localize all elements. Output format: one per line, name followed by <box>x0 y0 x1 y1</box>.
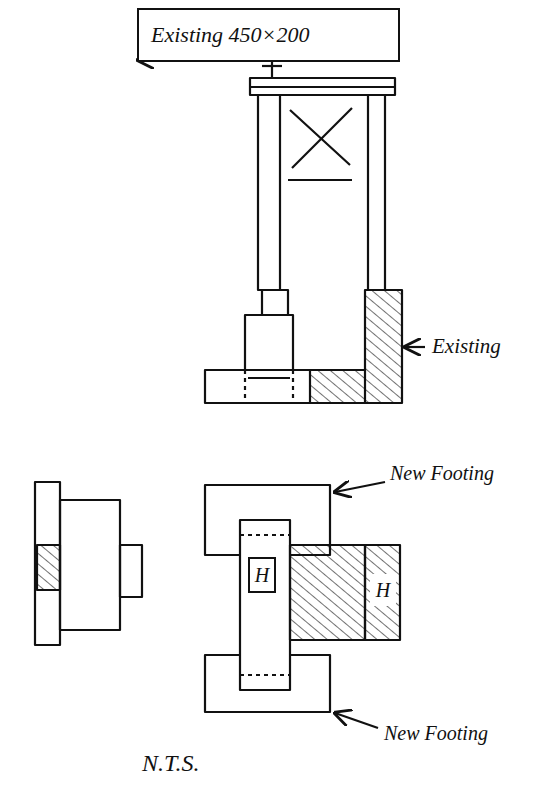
frame-column <box>368 95 385 290</box>
frame-top-beam <box>250 86 395 88</box>
callout-label: New Footing <box>388 462 496 485</box>
callout-label: Existing <box>430 334 503 359</box>
column-mark-box: H <box>370 574 395 606</box>
side-wall <box>60 500 120 630</box>
grade-beam-hidden <box>240 534 290 536</box>
node-text: Existing 450×200 <box>151 22 309 48</box>
existing-footing <box>37 545 60 590</box>
brace-box <box>280 94 368 96</box>
leader-line <box>335 713 378 728</box>
column-mark-box: H <box>248 557 275 593</box>
leader-line <box>335 482 385 492</box>
pedestal <box>245 315 293 370</box>
grade-beam <box>240 520 290 690</box>
frame-column <box>258 95 280 290</box>
hanger <box>271 62 273 78</box>
existing-footing <box>365 545 400 640</box>
leader-line <box>405 346 425 348</box>
existing-footing <box>310 290 402 403</box>
side-stub <box>120 545 142 597</box>
node-text: H <box>255 564 269 587</box>
callout-label: New Footing <box>382 722 490 745</box>
side-footing <box>35 482 60 645</box>
existing-footing <box>290 545 365 640</box>
pedestal-base <box>248 377 290 379</box>
base-plate <box>262 290 288 315</box>
grade-beam-hidden <box>240 674 290 676</box>
cross-brace <box>288 108 352 180</box>
hanger <box>262 65 282 67</box>
frame-top-beam <box>250 78 395 95</box>
beam-box: Existing 450×200 <box>137 8 400 62</box>
node-text: H <box>376 579 390 602</box>
scale-note: N.T.S. <box>140 750 202 777</box>
pedestal-hidden <box>292 370 294 403</box>
pedestal-hidden <box>244 370 246 403</box>
